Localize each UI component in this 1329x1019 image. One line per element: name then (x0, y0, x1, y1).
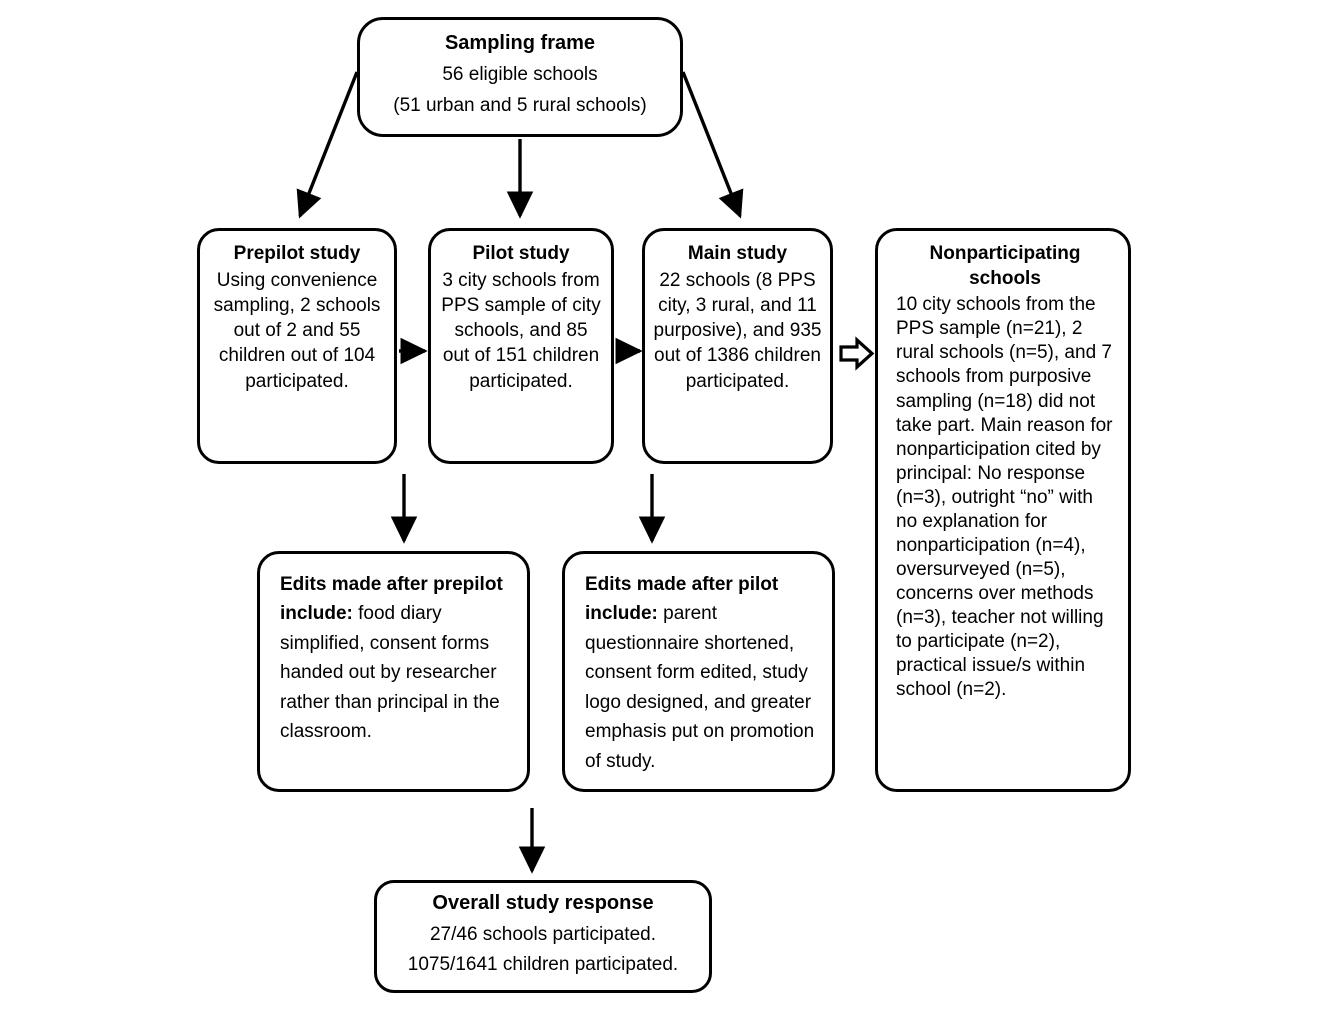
node-overall-study-response: Overall study response 27/46 schools par… (374, 880, 712, 993)
edits-pilot-lead: Edits made after pilot include: (585, 574, 779, 625)
edits-prepilot-body: food diary simplified, consent forms han… (280, 603, 500, 743)
edits-pilot-body: parent questionnaire shortened, consent … (585, 603, 815, 772)
sampling-frame-line-1: 56 eligible schools (442, 63, 598, 85)
node-pilot-study: Pilot study 3 city schools from PPS samp… (428, 228, 614, 464)
pilot-title: Pilot study (472, 243, 570, 264)
overall-body: 27/46 schools participated. 1075/1641 ch… (408, 923, 678, 982)
prepilot-title: Prepilot study (233, 243, 361, 264)
node-edits-after-prepilot: Edits made after prepilot include: food … (257, 551, 530, 792)
main-study-body: 22 schools (8 PPS city, 3 rural, and 11 … (653, 269, 822, 392)
overall-line-1: 27/46 schools participated. (429, 924, 657, 946)
node-sampling-frame: Sampling frame 56 eligible schools (51 u… (357, 17, 683, 137)
connector-main-to-nonparticipating (839, 336, 875, 371)
node-edits-after-pilot: Edits made after pilot include: parent q… (562, 551, 835, 792)
nonparticipating-title: Nonparticipating schools (929, 243, 1081, 289)
edits-prepilot-lead: Edits made after prepilot include: (280, 574, 503, 625)
nonparticipating-body: 10 city schools from the PPS sample (n=2… (896, 294, 1113, 700)
connector-sampling-frame-to-main (681, 71, 744, 219)
overall-title: Overall study response (432, 892, 654, 915)
node-prepilot-study: Prepilot study Using convenience samplin… (197, 228, 397, 464)
sampling-frame-body: 56 eligible schools (51 urban and 5 rura… (393, 63, 646, 124)
edits-pilot-text: Edits made after pilot include: parent q… (585, 570, 816, 776)
overall-line-2: 1075/1641 children participated. (407, 954, 679, 975)
connector-sampling-frame-to-prepilot (296, 71, 359, 219)
pilot-body: 3 city schools from PPS sample of city s… (441, 269, 601, 392)
sampling-frame-title: Sampling frame (444, 31, 596, 54)
main-study-title: Main study (687, 243, 788, 264)
node-main-study: Main study 22 schools (8 PPS city, 3 rur… (642, 228, 833, 464)
sampling-frame-line-2: (51 urban and 5 rural schools) (393, 94, 647, 116)
edits-prepilot-text: Edits made after prepilot include: food … (280, 570, 511, 747)
prepilot-body: Using convenience sampling, 2 schools ou… (213, 269, 381, 392)
node-nonparticipating-schools: Nonparticipating schools 10 city schools… (875, 228, 1131, 792)
